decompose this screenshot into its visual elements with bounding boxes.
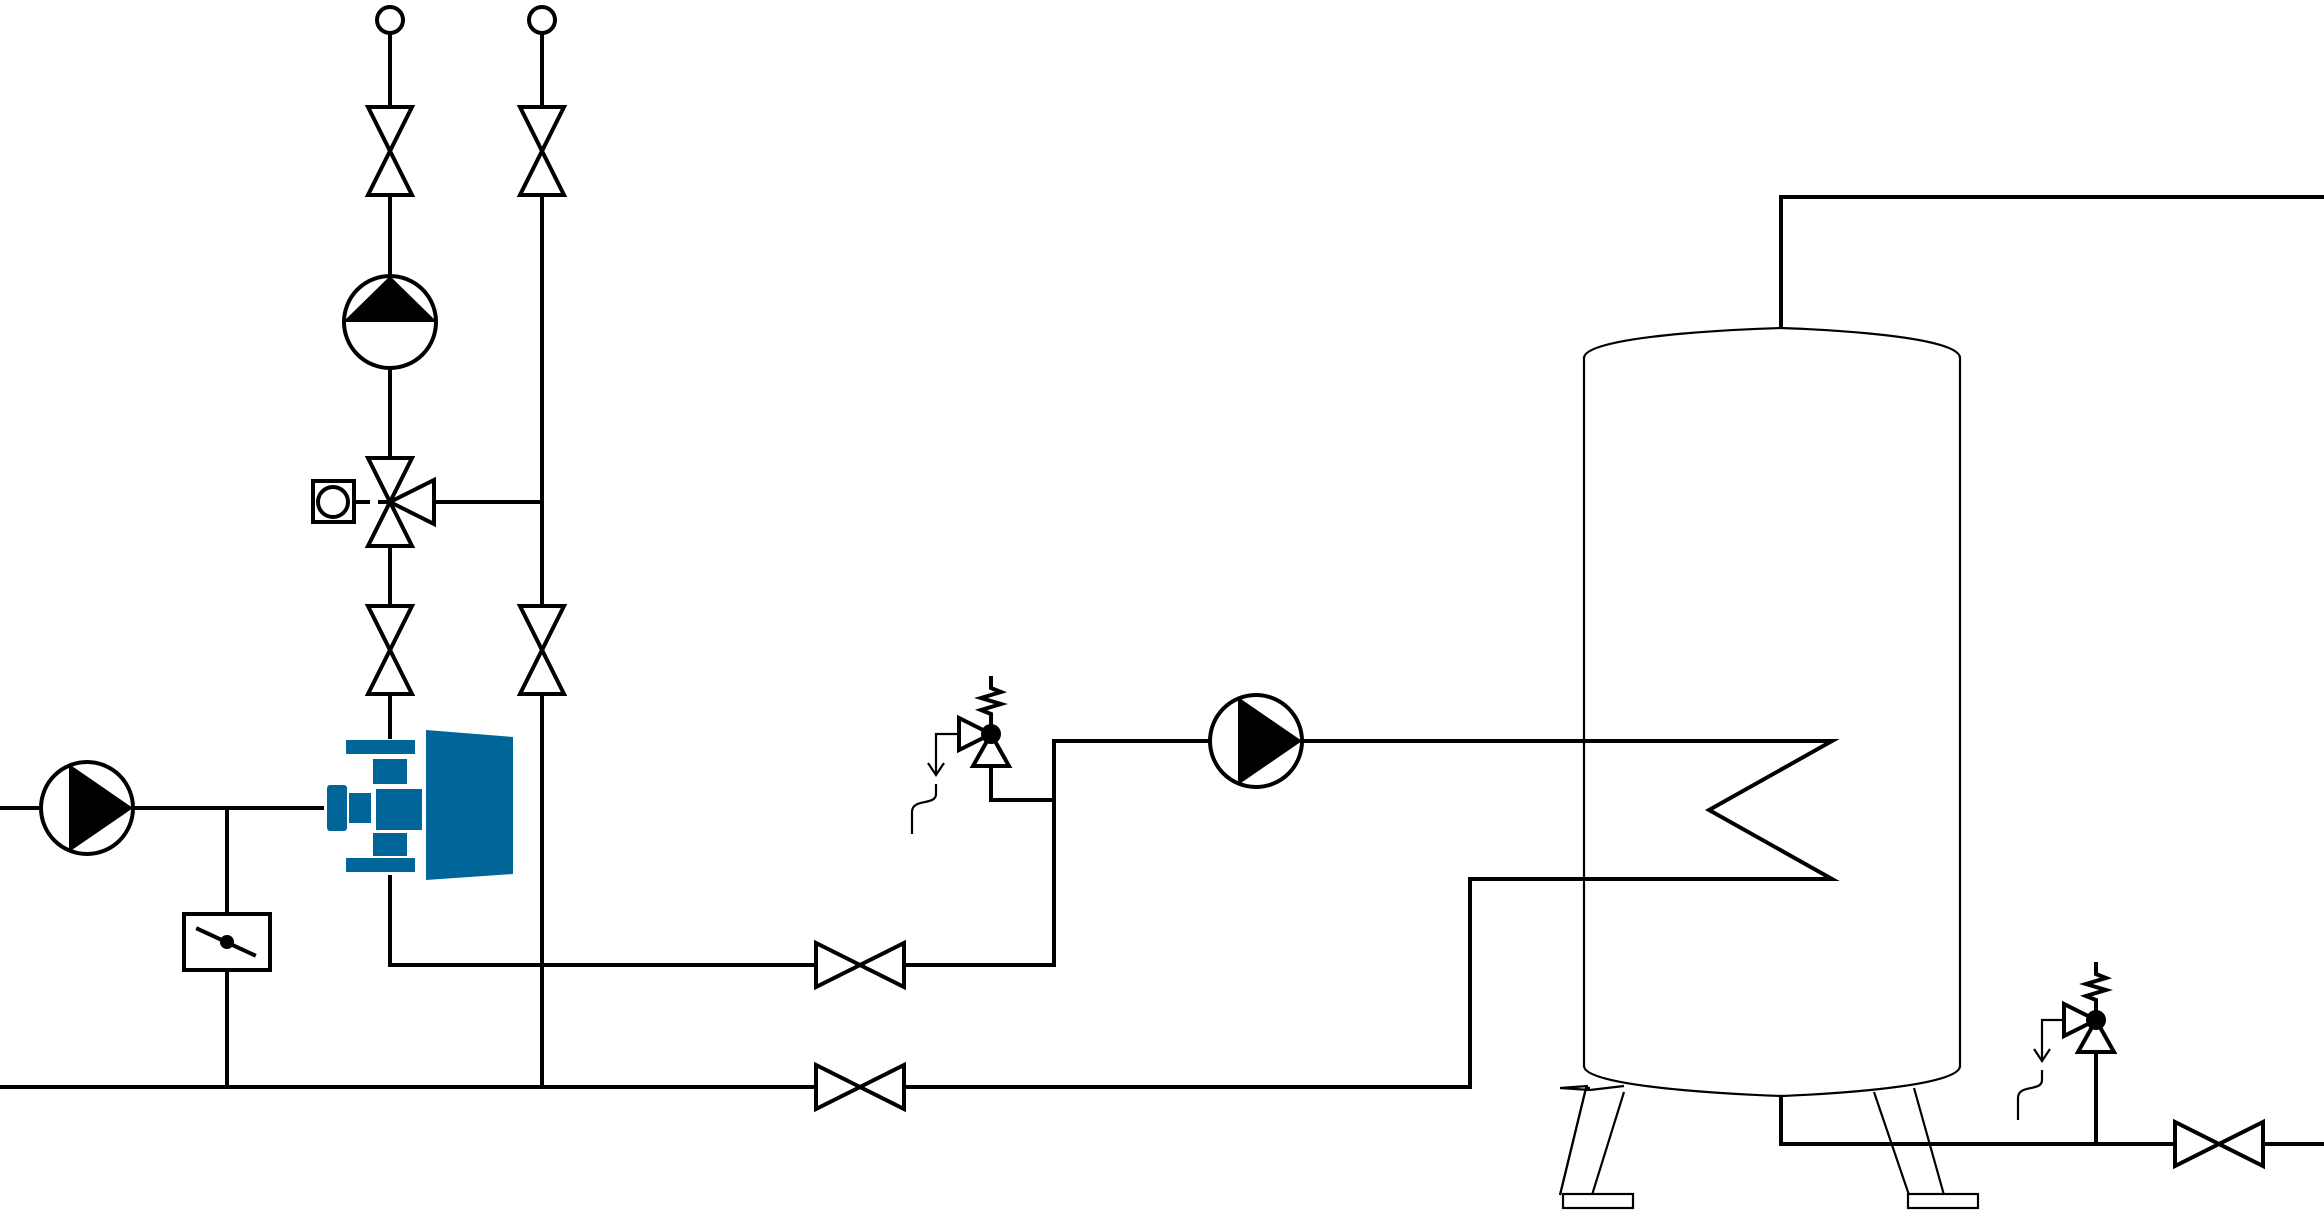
pipe-boiler-to-valve xyxy=(388,739,1213,967)
gate-valve-icon xyxy=(518,105,566,197)
gate-valve-icon xyxy=(814,1063,906,1111)
gate-valve-icon xyxy=(518,604,566,696)
valve-actuator-icon xyxy=(311,479,356,524)
three-way-mixing-valve-icon xyxy=(364,456,436,548)
drain-funnel-icon xyxy=(2016,1018,2064,1120)
circulation-pump-icon xyxy=(1208,693,1304,789)
tank-leg-icon xyxy=(1872,1087,1980,1210)
pipe-tank-bottom xyxy=(1779,1094,2324,1146)
end-cap-left xyxy=(375,5,405,35)
pipe-tank-top-outlet xyxy=(1779,195,2324,330)
pipe-network xyxy=(0,28,2324,1146)
circulation-pump-icon xyxy=(342,274,438,370)
safety-relief-valve-icon xyxy=(957,676,1011,768)
drain-funnel-icon xyxy=(910,732,958,834)
boiler-icon xyxy=(327,730,513,880)
storage-tank-icon xyxy=(1582,326,1962,1098)
safety-relief-valve-icon xyxy=(2062,962,2116,1054)
gate-valve-icon xyxy=(814,941,906,989)
pipe-return-main xyxy=(0,877,1834,1089)
gate-valve-icon xyxy=(2173,1120,2265,1168)
gate-valve-icon xyxy=(366,604,414,696)
end-cap-right xyxy=(527,5,557,35)
circulation-pump-icon xyxy=(39,760,135,856)
gate-valve-icon xyxy=(366,105,414,197)
heat-exchanger-coil-icon xyxy=(1582,739,1840,881)
tank-leg-icon xyxy=(1558,1084,1635,1210)
flow-meter-icon xyxy=(182,912,272,972)
